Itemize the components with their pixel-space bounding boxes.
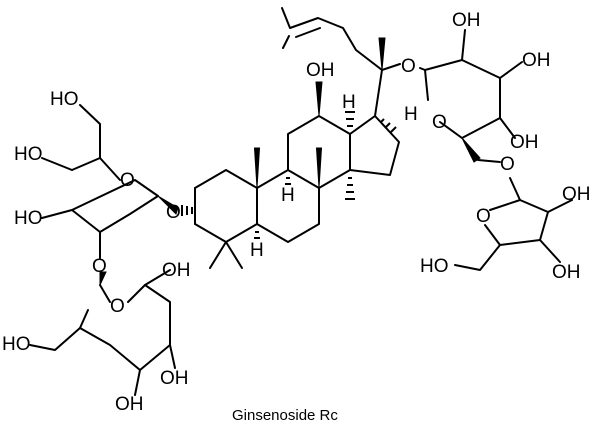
- atom-o-glc3-ring: O: [432, 112, 447, 133]
- glucose-3-ring: [424, 59, 501, 139]
- atom-oh-c12: OH: [306, 60, 335, 81]
- glc3-o-link: [419, 67, 426, 71]
- atom-o-c20-link: O: [401, 56, 416, 77]
- atom-o-ara-ring: O: [476, 206, 491, 227]
- ara-oh-bonds: [539, 199, 573, 263]
- c9-h-hash: [285, 177, 291, 185]
- atom-h-c9: H: [281, 185, 295, 206]
- ara-c5: [454, 244, 501, 271]
- glc2-anomeric-wedge: [99, 271, 107, 286]
- glc2-c6: [29, 327, 81, 351]
- c14-methyl-hash: [345, 177, 355, 200]
- atom-oh-glc3-c4: OH: [510, 132, 539, 153]
- atom-o-glc2-ring: O: [110, 296, 125, 317]
- atom-ho-glc1-c4: HO: [14, 144, 43, 165]
- c4-methyl-bonds: [209, 241, 243, 269]
- c3-o-hash: [181, 205, 193, 216]
- atom-h-c17: H: [404, 104, 418, 125]
- c5-h-hash: [254, 231, 260, 239]
- glucose-2-ring: [79, 284, 171, 371]
- c8-methyl-wedge: [315, 147, 323, 189]
- atom-o-glc1-ring: O: [120, 170, 135, 191]
- c12-oh-wedge: [315, 81, 323, 117]
- ring-c: [287, 115, 351, 189]
- glc1-c3-oh: [41, 209, 73, 219]
- atom-ho-glc2-c6: HO: [2, 334, 31, 355]
- atom-o-c3-link: O: [166, 202, 181, 223]
- atom-oh-glc2-c4: OH: [115, 394, 144, 415]
- atom-oh-ara-c3: OH: [552, 262, 581, 283]
- c10-methyl-wedge: [253, 147, 261, 189]
- atom-oh-ara-c2: OH: [562, 184, 591, 205]
- atom-oh-glc2-c3: OH: [160, 368, 189, 389]
- atom-oh-glc2-c2: OH: [162, 260, 191, 281]
- atom-h-c5: H: [250, 240, 264, 261]
- caption: Ginsenoside Rc: [232, 407, 338, 424]
- c13-h-hash: [345, 111, 355, 127]
- atom-h-c13: H: [342, 92, 356, 113]
- atom-oh-glc3-c3: OH: [452, 10, 481, 31]
- glc3-oh-bonds: [461, 29, 523, 139]
- glc2-oh-bonds: [134, 269, 176, 396]
- atom-oh-glc3-c4top: OH: [522, 50, 551, 71]
- atom-o-glc-ara: O: [500, 154, 515, 175]
- glc1-c6: [79, 104, 101, 159]
- c20-o-bond: [381, 63, 401, 71]
- glc1-c4-oh: [41, 157, 73, 171]
- atom-o-glc-glc: O: [92, 256, 107, 277]
- c20-methyl-wedge: [378, 37, 386, 71]
- atom-ho-ara-c5: HO: [420, 256, 449, 277]
- ring-d: [349, 115, 400, 176]
- glc3-c6-bond: [477, 159, 501, 163]
- atom-ho-glc1-c3: HO: [14, 208, 43, 229]
- atom-ho-glc1-c6: HO: [50, 89, 79, 110]
- ring-b: [256, 169, 320, 243]
- glc1-anomeric-wedge: [157, 195, 179, 215]
- c17-h-hash: [380, 118, 397, 133]
